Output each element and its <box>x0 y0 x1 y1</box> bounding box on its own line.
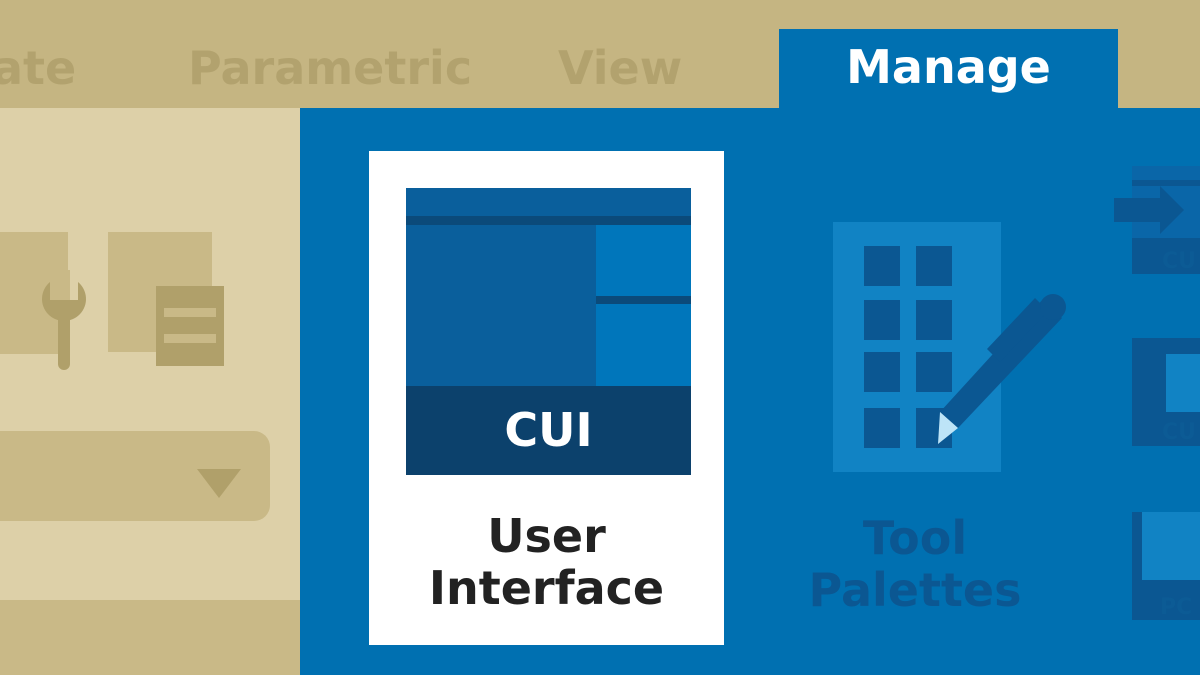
user-interface-label-line1: User <box>487 509 606 563</box>
tab-view[interactable]: View <box>558 41 683 95</box>
tool-palettes-label-line2: Palettes <box>808 563 1022 617</box>
pencil-icon <box>938 294 1066 444</box>
properties-tool-icon[interactable] <box>108 232 224 366</box>
left-panel-footer <box>0 600 300 675</box>
edge-tile-label-2: CU <box>1162 420 1196 445</box>
cui-window-icon <box>406 188 691 475</box>
arrow-right-icon <box>1114 186 1184 234</box>
tool-palettes-icon[interactable] <box>833 222 1001 472</box>
tab-parametric[interactable]: Parametric <box>188 41 473 95</box>
left-panel <box>0 108 300 675</box>
edge-tile-label-1: CU <box>1162 249 1196 274</box>
left-panel-graphics <box>0 232 270 521</box>
tab-create[interactable]: ate <box>0 41 77 95</box>
edge-tile-label-3: PC <box>1160 595 1192 620</box>
import-cui-tile[interactable] <box>1114 166 1200 274</box>
pc-tile[interactable] <box>1132 512 1200 620</box>
tab-manage[interactable]: Manage <box>779 29 1118 109</box>
wrench-tool-icon[interactable] <box>0 232 86 370</box>
cui-badge: CUI <box>504 403 593 457</box>
edit-cui-tile[interactable] <box>1132 338 1200 446</box>
chevron-down-icon <box>197 469 241 498</box>
dropdown-select[interactable] <box>0 431 270 521</box>
user-interface-label-line2: Interface <box>428 561 665 615</box>
tool-palettes-label-line1: Tool <box>862 511 968 565</box>
